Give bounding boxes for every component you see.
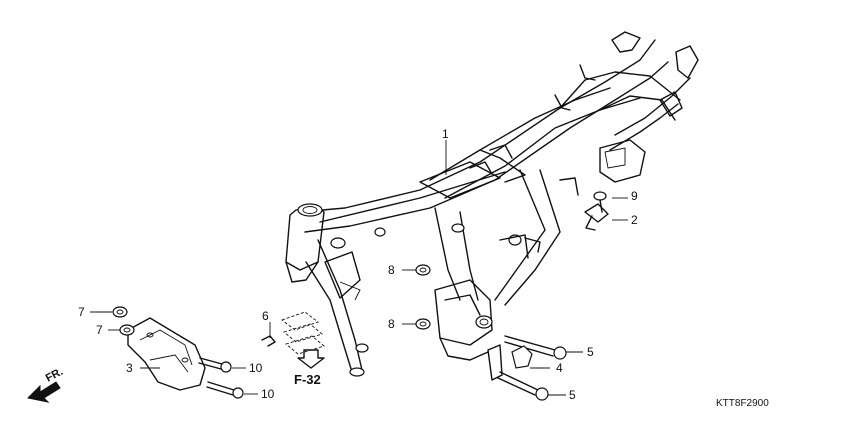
callout-10-upper: 10 xyxy=(249,361,263,375)
callout-6: 6 xyxy=(262,309,269,323)
bolt-part-10-upper xyxy=(198,357,232,373)
callout-9: 9 xyxy=(631,189,638,203)
nut-part-7-upper xyxy=(112,306,128,318)
nut-part-8-lower xyxy=(415,318,431,330)
callout-2: 2 xyxy=(631,213,638,227)
callout-10-lower: 10 xyxy=(261,387,275,401)
callout-5-upper: 5 xyxy=(587,345,594,359)
bolt-part-5-upper xyxy=(504,335,567,360)
front-direction-arrow-icon xyxy=(26,381,61,403)
clip-part-2 xyxy=(584,203,609,231)
frame-body xyxy=(285,31,699,377)
callout-7-upper: 7 xyxy=(78,305,85,319)
nut-part-8-upper xyxy=(415,264,431,276)
callout-8-upper: 8 xyxy=(388,263,395,277)
callout-3: 3 xyxy=(126,361,133,375)
reference-group-f32 xyxy=(281,311,325,369)
bolt-part-10-lower xyxy=(206,381,244,399)
callout-4: 4 xyxy=(556,361,563,375)
callout-5-lower: 5 xyxy=(569,388,576,402)
callout-7-lower: 7 xyxy=(96,323,103,337)
bolt-part-5-lower xyxy=(497,371,549,401)
nut-part-7-lower xyxy=(119,324,135,336)
reference-label: F-32 xyxy=(294,372,321,387)
clip-part-6 xyxy=(261,335,276,347)
direction-label: FR. xyxy=(44,366,65,385)
reference-arrow-icon xyxy=(297,349,325,369)
mount-part-4 xyxy=(487,344,533,381)
guard-plate-part-3 xyxy=(127,317,206,391)
bolt-part-9 xyxy=(593,191,607,213)
callout-8-lower: 8 xyxy=(388,317,395,331)
callout-1: 1 xyxy=(442,127,449,141)
part-code: KTT8F2900 xyxy=(716,398,769,409)
